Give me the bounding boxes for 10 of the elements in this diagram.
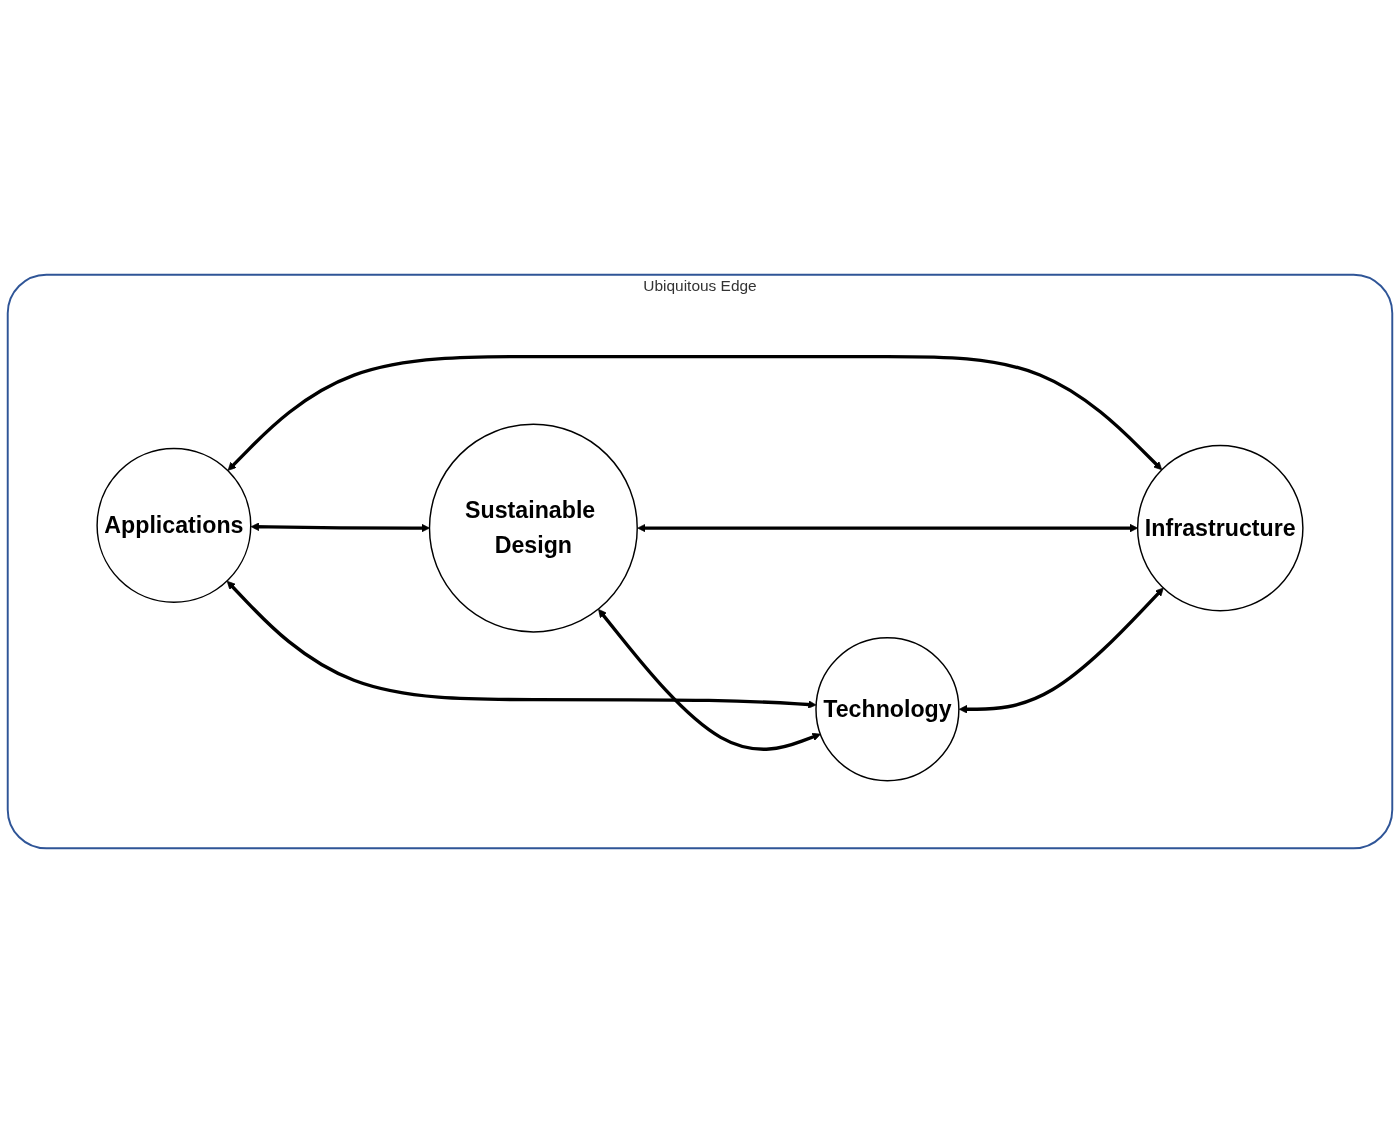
arrow	[958, 587, 1164, 714]
arrow	[226, 580, 817, 709]
arrow	[637, 523, 1138, 533]
arrow	[598, 609, 821, 751]
node-circle: Applications	[96, 447, 252, 603]
arrow	[250, 522, 430, 533]
arrow	[227, 354, 1163, 471]
node-circle: Sustainable Design	[428, 423, 638, 633]
node-circle: Infrastructure	[1136, 444, 1304, 612]
node-circle: Technology	[815, 637, 960, 782]
